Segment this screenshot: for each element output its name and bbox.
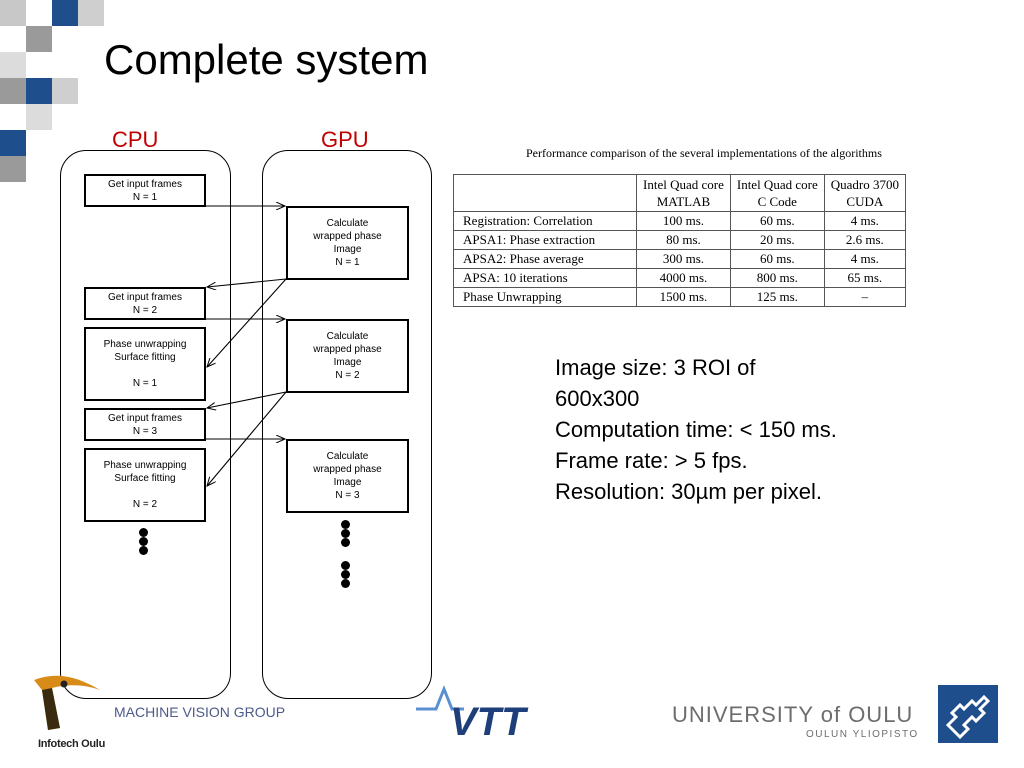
arrow-gpu1-to-unwrap1	[207, 278, 287, 367]
table-row: APSA2: Phase average 300 ms. 60 ms. 4 ms…	[453, 249, 906, 269]
spec-resolution: Resolution: 30µm per pixel.	[555, 479, 823, 504]
system-specs: Image size: 3 ROI of 600x300 Computation…	[555, 352, 837, 507]
arrow-gpu1-to-frames2	[207, 278, 287, 287]
table-row: APSA1: Phase extraction 80 ms. 20 ms. 2.…	[453, 230, 906, 250]
gpu-lane	[262, 150, 432, 699]
cpu-label: CPU	[112, 127, 159, 152]
spec-computation-time: Computation time: < 150 ms.	[555, 417, 837, 442]
table-header-empty	[453, 174, 637, 212]
cpu-lane	[60, 150, 231, 699]
vtt-logo: VTT	[416, 684, 529, 739]
page-title: Complete system	[104, 36, 429, 83]
university-logo-text: UNIVERSITY of OULU	[672, 702, 914, 727]
infotech-logo	[34, 675, 100, 730]
infotech-logo-text: Infotech Oulu	[38, 738, 105, 750]
footer-group-name: MACHINE VISION GROUP	[114, 704, 286, 720]
university-emblem	[938, 685, 998, 743]
table-row: APSA: 10 iterations 4000 ms. 800 ms. 65 …	[453, 268, 906, 288]
gpu-label: GPU	[321, 127, 369, 152]
spec-image-size-cont: 600x300	[555, 386, 640, 411]
university-logo-subtext: OULUN YLIOPISTO	[806, 729, 919, 740]
table-row: Registration: Correlation 100 ms. 60 ms.…	[453, 211, 906, 231]
table-caption: Performance comparison of the several im…	[526, 146, 882, 160]
table-row: Phase Unwrapping 1500 ms. 125 ms. –	[453, 287, 906, 307]
spec-image-size: Image size: 3 ROI of	[555, 355, 756, 380]
spec-frame-rate: Frame rate: > 5 fps.	[555, 448, 748, 473]
vtt-logo-text: VTT	[450, 700, 529, 739]
arrow-gpu2-to-frames3	[207, 391, 287, 408]
